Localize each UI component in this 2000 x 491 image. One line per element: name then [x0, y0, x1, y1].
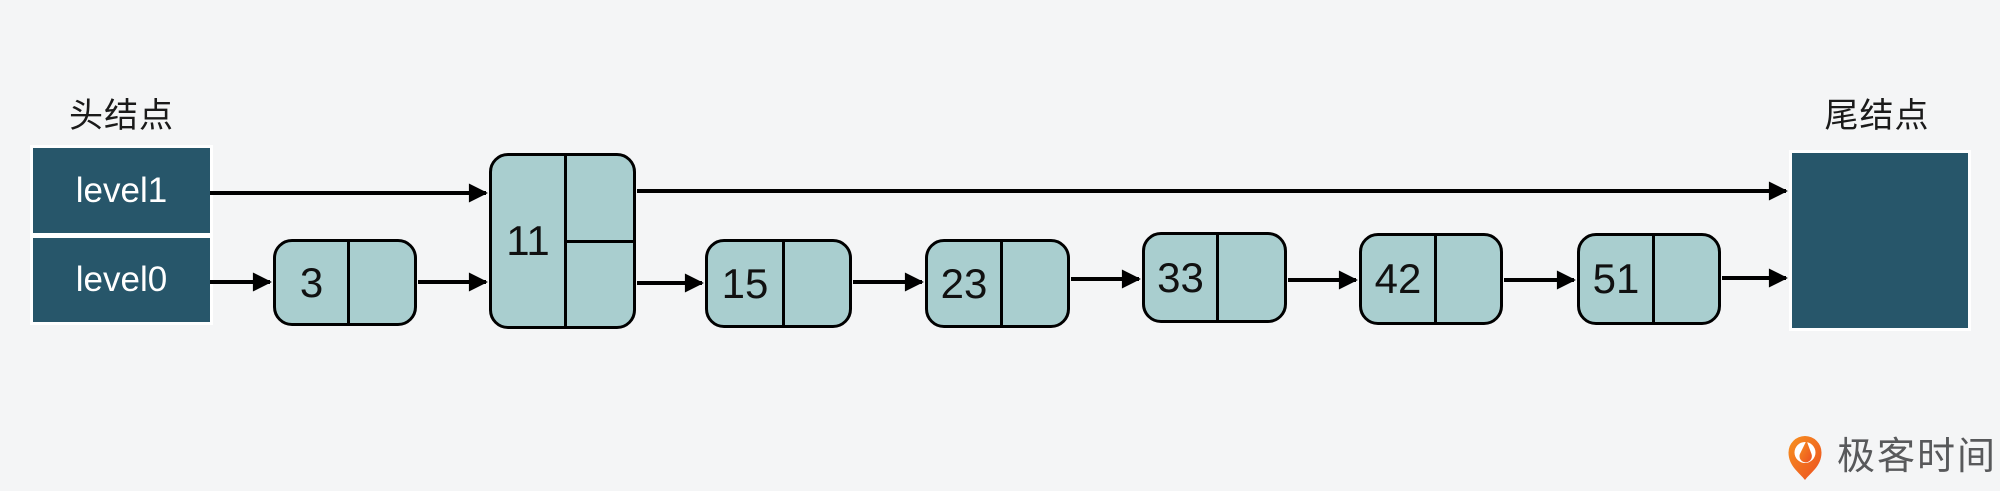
node-51-level0-pointer-cell — [1655, 236, 1718, 322]
skiplist-node-33: 33 — [1142, 232, 1287, 323]
skiplist-node-11: 11 — [489, 153, 636, 329]
skiplist-node-3: 3 — [273, 239, 417, 326]
head-level1-cell: level1 — [33, 148, 210, 233]
geektime-logo: 极客时间 — [1785, 433, 1997, 481]
geektime-logo-text: 极客时间 — [1837, 436, 1998, 478]
node-11-value: 11 — [492, 156, 567, 326]
node-15-level0-pointer-cell — [785, 242, 849, 325]
geektime-logo-icon — [1788, 436, 1822, 480]
node-33-level0-pointer-cell — [1219, 235, 1284, 320]
node-42-level0-pointer-cell — [1437, 236, 1500, 322]
head-level0-cell: level0 — [33, 238, 210, 322]
node-3-value: 3 — [276, 242, 350, 323]
skiplist-node-42: 42 — [1359, 233, 1503, 325]
tail-node — [1789, 150, 1971, 331]
node-23-value: 23 — [928, 242, 1003, 325]
head-level1-text: level1 — [75, 170, 168, 210]
skiplist-node-15: 15 — [705, 239, 852, 328]
node-33-value: 33 — [1145, 235, 1219, 320]
skiplist-node-51: 51 — [1577, 233, 1721, 325]
skiplist-node-23: 23 — [925, 239, 1070, 328]
node-11-level1-pointer-cell — [567, 156, 633, 243]
node-15-value: 15 — [708, 242, 785, 325]
tail-node-label: 尾结点 — [1824, 97, 1930, 135]
head-level0-text: level0 — [75, 260, 168, 299]
node-11-level0-pointer-cell — [567, 243, 633, 326]
node-42-value: 42 — [1362, 236, 1437, 322]
node-23-level0-pointer-cell — [1003, 242, 1067, 325]
node-51-value: 51 — [1580, 236, 1655, 322]
node-3-level0-pointer-cell — [350, 242, 414, 323]
head-node: level1 level0 — [30, 145, 213, 325]
head-node-label: 头结点 — [69, 97, 174, 135]
